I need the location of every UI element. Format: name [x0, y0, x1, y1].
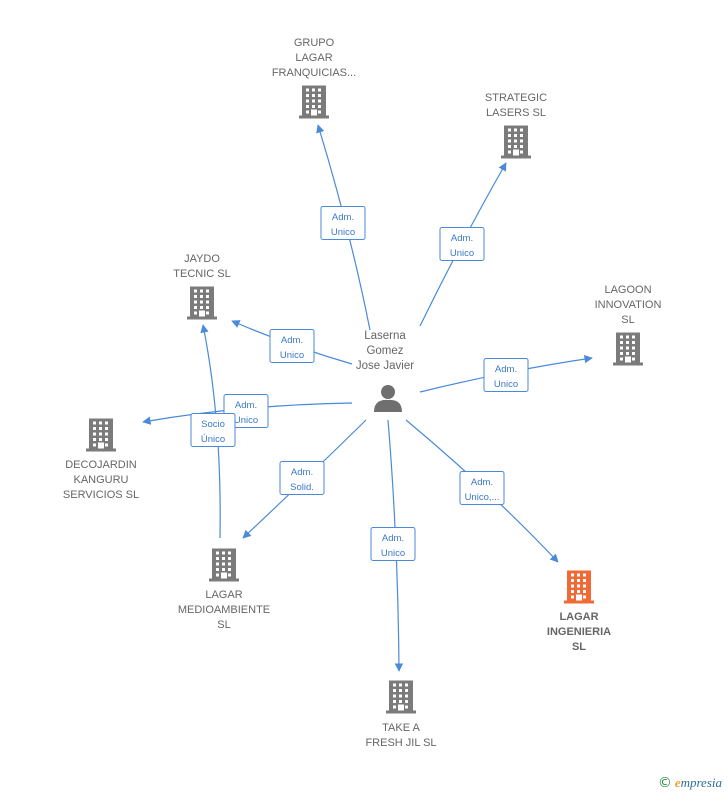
edge-label-lagoon-innovation[interactable]: Adm. Unico: [483, 358, 529, 392]
edge-label-lagar-ingenieria[interactable]: Adm. Unico,...: [459, 471, 505, 505]
building-icon: [613, 332, 643, 366]
edge-label-line: Unico,...: [465, 492, 500, 503]
edge-label-line: Adm.: [451, 233, 473, 244]
person-label-line: Jose Javier: [356, 360, 414, 372]
company-label-line: INGENIERIA: [547, 626, 611, 638]
company-label-line: INNOVATION: [595, 299, 662, 311]
brand-rest: mpresia: [680, 775, 722, 790]
company-node-strategic-lasers[interactable]: STRATEGIC LASERS SL: [485, 92, 547, 159]
edge-label-line: Adm.: [235, 400, 257, 411]
company-label-line: SL: [621, 314, 634, 326]
company-label-line: TAKE A: [382, 722, 420, 734]
edge-label-line: Adm.: [471, 477, 493, 488]
edge-label-take-a-fresh[interactable]: Adm. Unico: [370, 527, 416, 561]
edge-label-box: [483, 358, 529, 392]
company-label-line: FRESH JIL SL: [365, 737, 436, 749]
edge-label-jaydo-tecnic[interactable]: Adm. Unico: [269, 329, 315, 363]
edge-labels-layer: Adm.UnicoAdm.UnicoAdm.UnicoAdm.UnicoAdm.…: [190, 206, 529, 561]
edge-label-box: [370, 527, 416, 561]
nodes-layer: GRUPO LAGAR FRANQUICIAS... STRATEGIC LASERS …: [63, 37, 662, 749]
edge-label-box: [459, 471, 505, 505]
edge-label-line: Unico: [331, 227, 355, 238]
company-label-line: DECOJARDIN: [65, 459, 137, 471]
company-label-line: MEDIOAMBIENTE: [178, 604, 270, 616]
edge-label-line: Adm.: [382, 533, 404, 544]
company-label-line: TECNIC SL: [173, 268, 230, 280]
edge-label-line: Único: [201, 434, 225, 445]
company-label-line: JAYDO: [184, 253, 220, 265]
company-label-line: SERVICIOS SL: [63, 489, 139, 501]
building-icon: [386, 680, 416, 714]
building-icon: [86, 418, 116, 452]
company-node-lagar-medioambiente[interactable]: LAGAR MEDIOAMBIENTE SL: [178, 548, 270, 632]
brand-footer[interactable]: ©empresia: [658, 775, 722, 791]
edge-label-line: Unico: [494, 379, 518, 390]
company-label-line: KANGURU: [73, 474, 128, 486]
edge-label-box: [320, 206, 366, 240]
edge-label-box: [279, 461, 325, 495]
company-label-line: SL: [572, 641, 586, 653]
company-label-line: LAGAR: [559, 611, 598, 623]
company-label-line: LAGAR: [205, 589, 242, 601]
edge-label-line: Unico: [280, 350, 304, 361]
person-label-line: Gomez: [366, 345, 403, 357]
edge-label-line: Socio: [201, 419, 225, 430]
brand-first-letter: e: [674, 775, 681, 790]
edge-label-box: [190, 413, 236, 447]
copyright-symbol: ©: [657, 775, 672, 791]
company-node-jaydo-tecnic[interactable]: JAYDO TECNIC SL: [173, 253, 231, 320]
edge-label-line: Adm.: [291, 467, 313, 478]
edge-label-line: Solid.: [290, 482, 314, 493]
company-label-line: GRUPO: [294, 37, 335, 49]
edge-label-grupo-lagar[interactable]: Adm. Unico: [320, 206, 366, 240]
company-node-lagoon-innovation[interactable]: LAGOON INNOVATION SL: [595, 284, 662, 366]
edge-label-line: Adm.: [332, 212, 354, 223]
building-icon: [209, 548, 239, 582]
edge-label-strategic-lasers[interactable]: Adm. Unico: [439, 227, 485, 261]
company-label-line: LAGAR: [295, 52, 332, 64]
edge-label-line: Unico: [381, 548, 405, 559]
person-icon: [374, 385, 402, 412]
company-label-line: STRATEGIC: [485, 92, 547, 104]
company-node-lagar-ingenieria[interactable]: LAGAR INGENIERIA SL: [547, 570, 611, 654]
edge-label-line: Adm.: [495, 364, 517, 375]
company-node-take-a-fresh[interactable]: TAKE A FRESH JIL SL: [365, 680, 437, 750]
person-label-line: Laserna: [364, 330, 406, 342]
edge-label-lagar-medioambiente[interactable]: Adm. Solid.: [279, 461, 325, 495]
company-label-line: FRANQUICIAS...: [272, 67, 356, 79]
edge-label-box: [269, 329, 315, 363]
edge-label-line: Unico: [234, 415, 258, 426]
company-label-line: LAGOON: [604, 284, 651, 296]
building-icon: [564, 570, 594, 604]
building-icon: [501, 125, 531, 159]
company-label-line: SL: [217, 619, 230, 631]
company-node-decojardin[interactable]: DECOJARDIN KANGURU SERVICIOS SL: [63, 418, 139, 502]
edge-label-line: Adm.: [281, 335, 303, 346]
company-node-grupo-lagar[interactable]: GRUPO LAGAR FRANQUICIAS...: [272, 37, 356, 119]
edge-label-box: [439, 227, 485, 261]
building-icon: [299, 85, 329, 119]
building-icon: [187, 286, 217, 320]
company-label-line: LASERS SL: [486, 107, 546, 119]
edge-label-line: Unico: [450, 248, 474, 259]
